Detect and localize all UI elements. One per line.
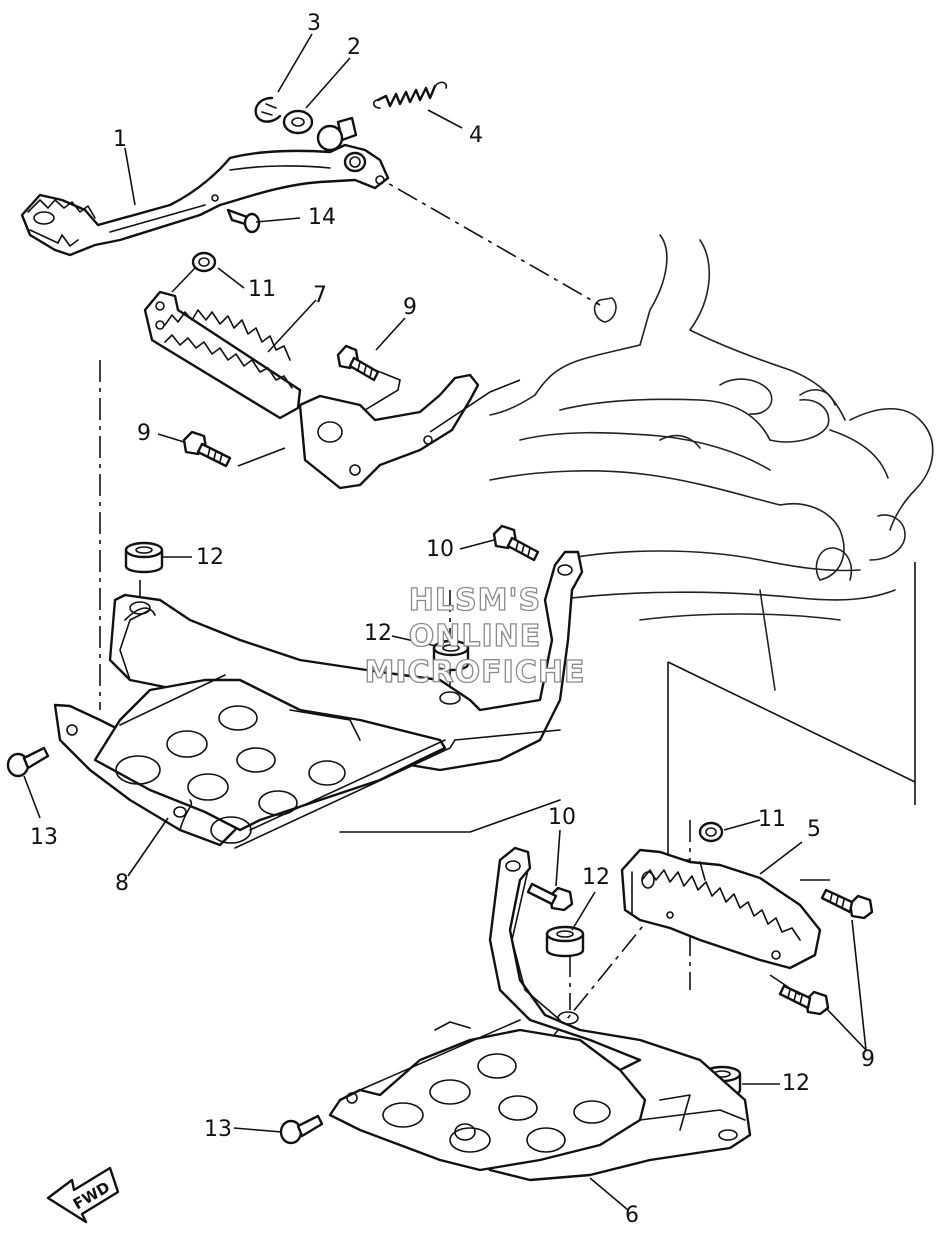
watermark-line-1: HLSM'S — [409, 583, 541, 618]
screw-lower — [279, 1114, 324, 1145]
callout-5: 5 — [807, 817, 821, 842]
footrest-bracket-lower — [620, 848, 822, 970]
nut-upper — [171, 251, 217, 293]
callout-13-mid: 13 — [30, 825, 58, 850]
callout-10-mid: 10 — [426, 537, 454, 562]
callout-12-mid-center: 12 — [364, 621, 392, 646]
footrest-guard-right — [328, 846, 752, 1182]
grommet-mid-left — [124, 541, 164, 574]
callout-7: 7 — [313, 283, 327, 308]
screw-mid — [6, 746, 50, 778]
grommet-lower-a — [545, 925, 585, 958]
footrest-bracket-upper — [143, 290, 480, 490]
motorcycle-frame — [489, 234, 934, 691]
leader-lines — [23, 33, 867, 1211]
callout-13-lower: 13 — [204, 1117, 232, 1142]
callout-4: 4 — [469, 123, 483, 148]
callout-14: 14 — [308, 205, 336, 230]
watermark: HLSM'S ONLINE MICROFICHE — [364, 582, 586, 690]
bolt-lower-c — [526, 882, 574, 912]
callout-6: 6 — [625, 1203, 639, 1228]
callout-12-lower-a: 12 — [582, 865, 610, 890]
brake-pedal — [20, 116, 390, 257]
callout-1: 1 — [113, 127, 127, 152]
watermark-line-3: MICROFICHE — [365, 655, 586, 690]
return-spring — [372, 81, 448, 109]
callout-2: 2 — [347, 35, 361, 60]
bolt-upper-b — [182, 430, 232, 468]
callout-12-lower-b: 12 — [782, 1071, 810, 1096]
bolt-lower-b — [778, 984, 830, 1016]
bolt-lower-a — [820, 888, 874, 920]
right-alignment-box — [667, 562, 916, 861]
callout-9-upper-right: 9 — [403, 295, 417, 320]
callout-12-mid-left: 12 — [196, 545, 224, 570]
callout-9-lower: 9 — [861, 1047, 875, 1072]
callout-10-lower: 10 — [548, 805, 576, 830]
callout-labels: 1 2 3 4 5 6 7 8 9 9 9 10 10 11 11 12 12 … — [30, 11, 875, 1228]
bolt-mid — [492, 524, 540, 562]
callout-9-upper-left: 9 — [137, 421, 151, 446]
bolt-upper-a — [336, 344, 380, 382]
grommet-mid-center — [432, 639, 470, 672]
fwd-arrow: FWD — [46, 1166, 120, 1224]
footrest-guard-left — [53, 550, 584, 849]
nut-lower — [698, 821, 724, 843]
callout-3: 3 — [307, 11, 321, 36]
pedal-pin — [226, 208, 261, 234]
callout-11-upper: 11 — [248, 277, 276, 302]
callout-11-lower: 11 — [758, 807, 786, 832]
e-clip — [254, 96, 282, 123]
callout-8: 8 — [115, 871, 129, 896]
watermark-line-2: ONLINE — [409, 619, 542, 654]
washer — [282, 109, 314, 135]
